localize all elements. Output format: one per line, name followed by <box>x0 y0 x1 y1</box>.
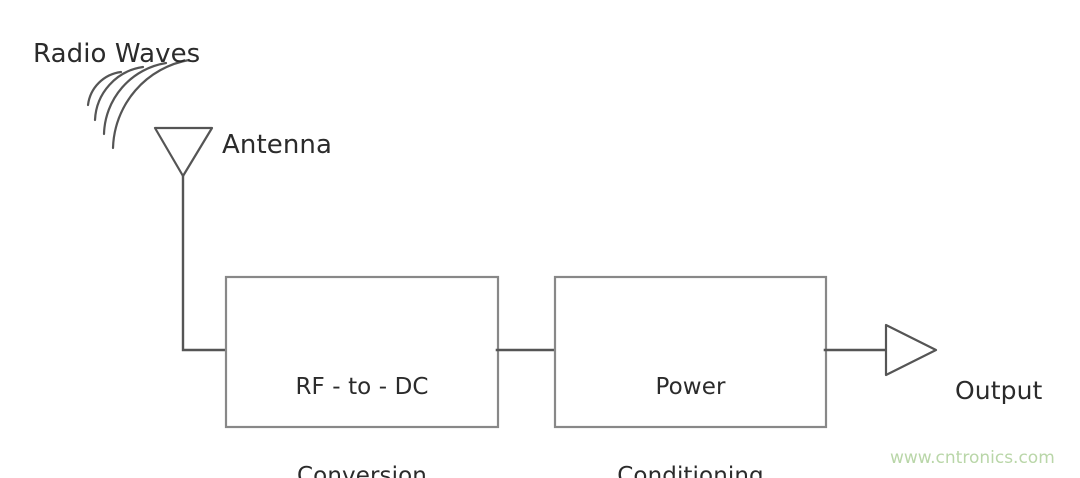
block-rf-to-dc-line-1: RF - to - DC <box>295 373 429 400</box>
label-radio-waves: Radio Waves <box>33 39 201 69</box>
radio-wave-arc-2 <box>93 65 145 122</box>
block-power-conditioning-line-2: Conditioning <box>617 463 764 478</box>
label-output-line-2: to Load <box>955 473 1049 478</box>
block-power-conditioning-line-1: Power <box>655 373 726 400</box>
radio-wave-arc-1 <box>86 70 123 107</box>
load-triangle-icon <box>884 323 938 377</box>
block-rf-to-dc-line-2: Conversion <box>297 463 427 478</box>
block-power-conditioning <box>553 275 828 429</box>
block-rf-to-dc-label: RF - to - DC Conversion <box>226 313 498 478</box>
label-output-to-load: Output to Load <box>955 310 1049 478</box>
antenna-feed-line <box>181 174 229 352</box>
label-output-line-1: Output <box>955 376 1043 405</box>
antenna-triangle-icon <box>153 126 214 178</box>
radio-wave-arcs-icon <box>86 58 191 150</box>
radio-wave-arc-4 <box>111 58 191 150</box>
radio-wave-arc-3 <box>102 61 168 136</box>
label-antenna: Antenna <box>222 130 333 160</box>
block-rf-to-dc <box>224 275 500 429</box>
block-power-conditioning-label: Power Conditioning <box>555 313 826 478</box>
watermark: www.cntronics.com <box>890 448 1055 468</box>
